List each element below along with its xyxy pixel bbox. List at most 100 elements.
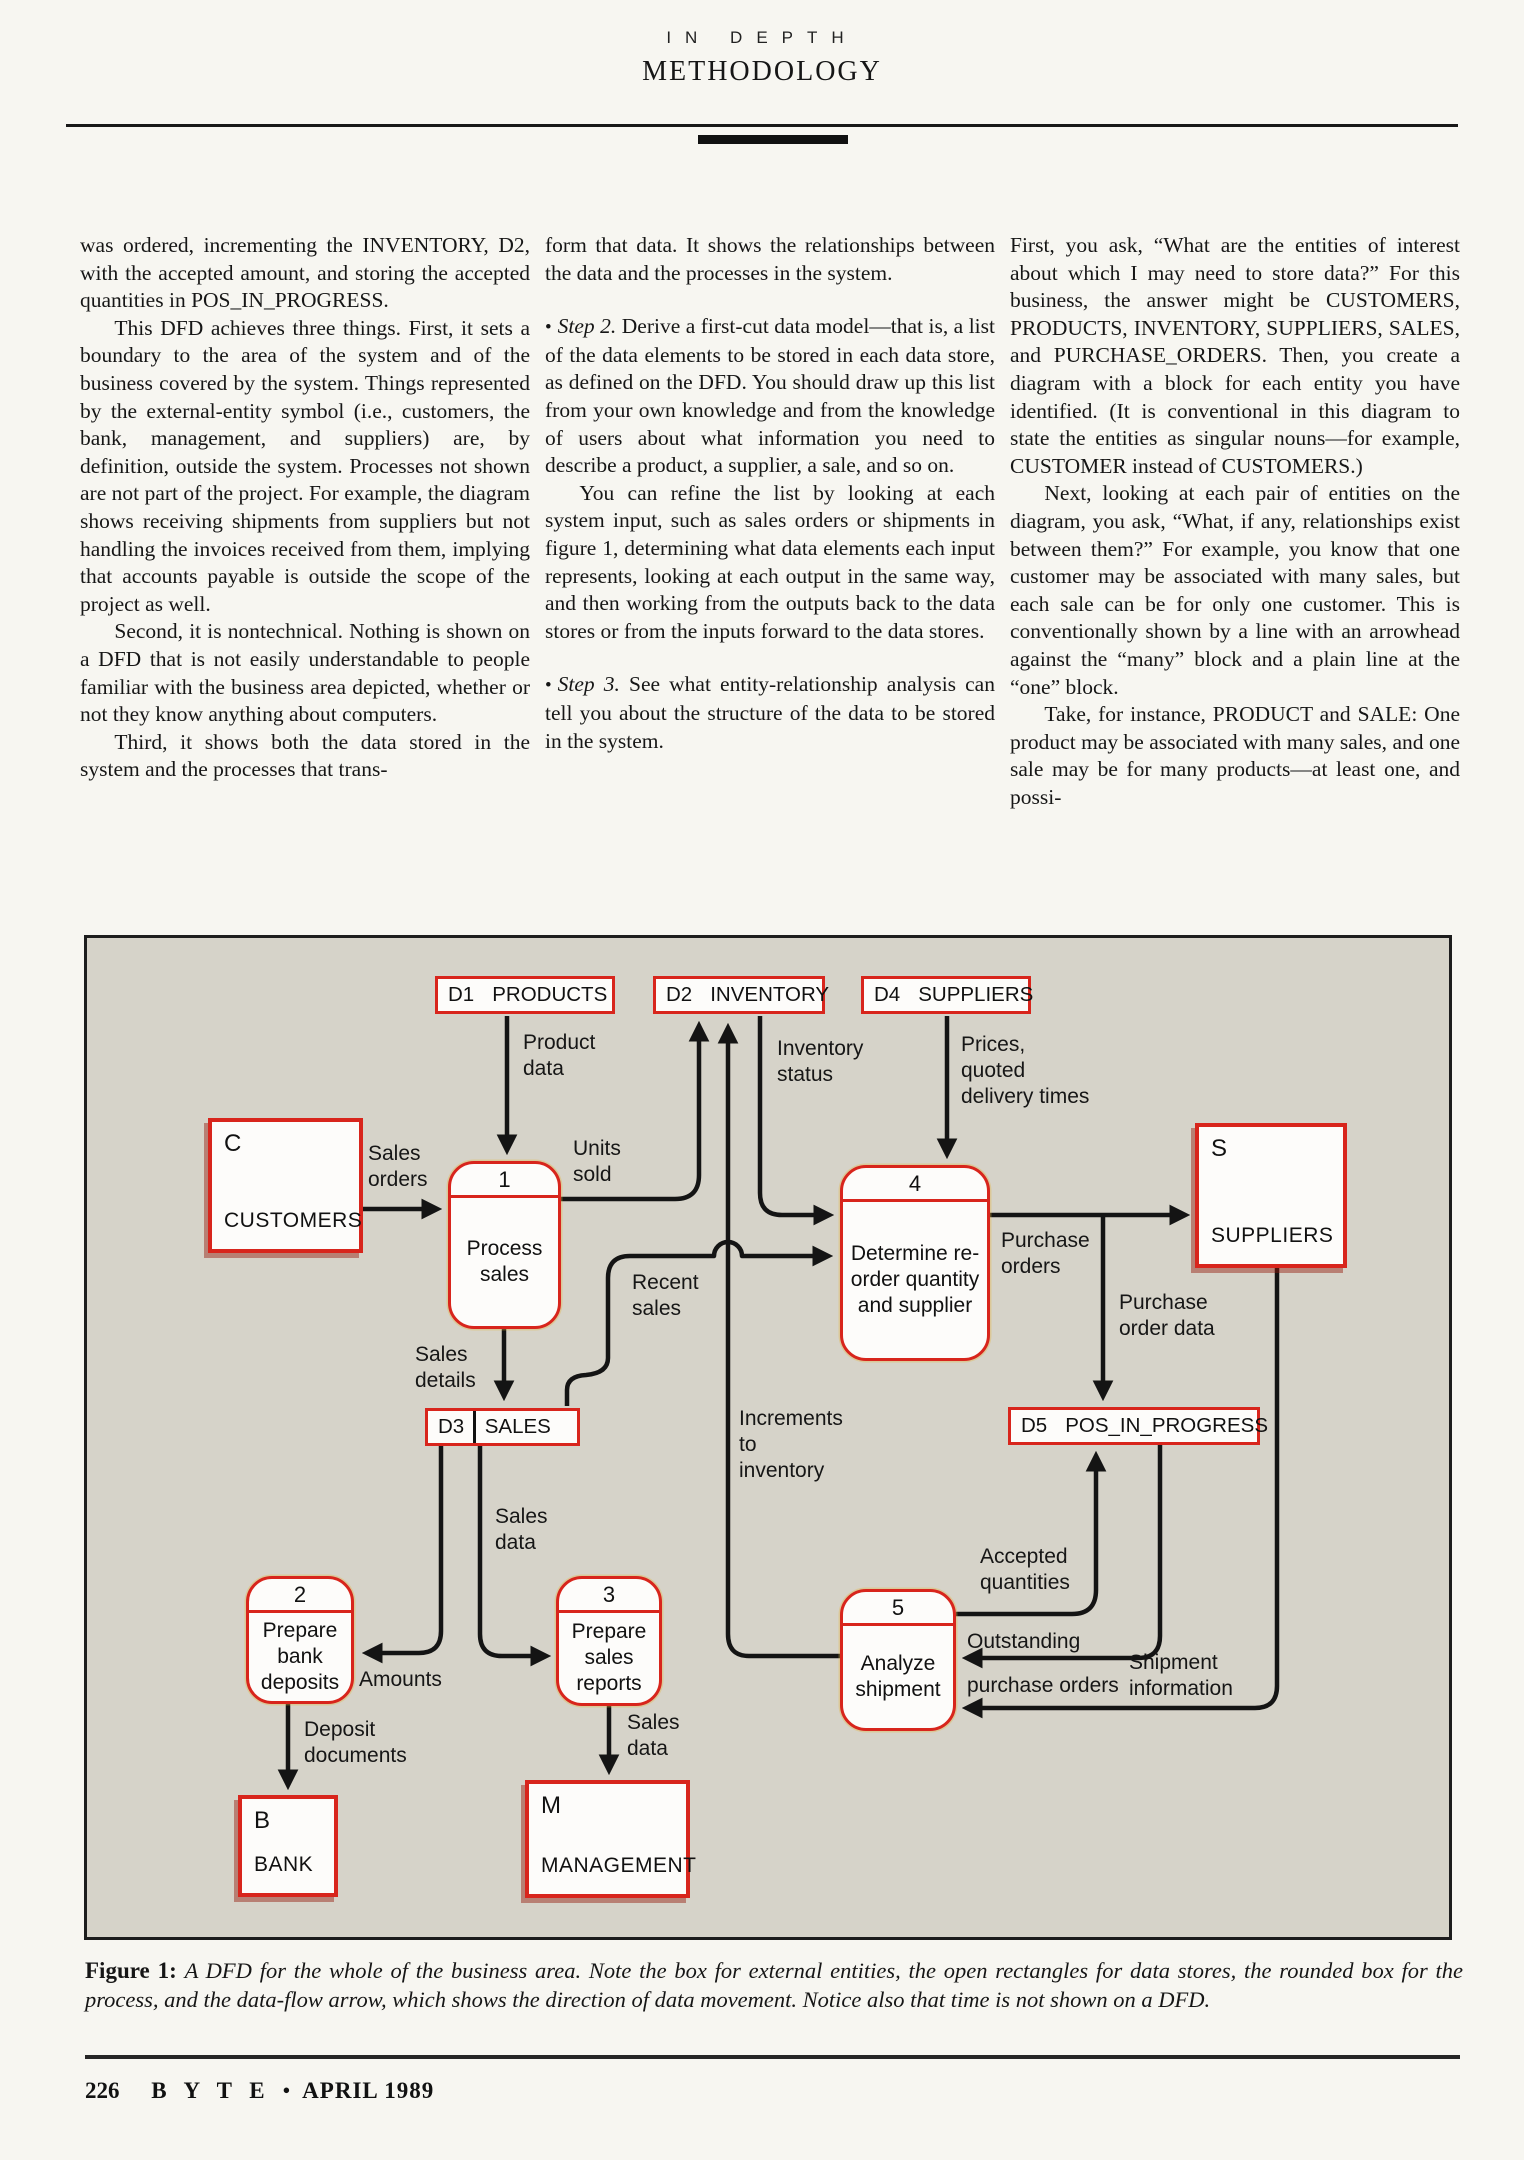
flow-label-line: Shipment: [1129, 1651, 1218, 1674]
process-number: 3: [559, 1579, 659, 1613]
header-rule: [66, 124, 1458, 127]
flow-label-line: orders: [368, 1168, 428, 1191]
process-number: 5: [843, 1592, 953, 1626]
flow-label-line: sold: [573, 1163, 612, 1186]
flow-label-units-sold: Units sold: [573, 1136, 621, 1188]
flow-label-line: orders: [1001, 1255, 1061, 1278]
paragraph-text: First, you ask, “What are the entities o…: [1010, 233, 1460, 478]
entity-id: C: [224, 1130, 242, 1157]
entity-name: MANAGEMENT: [541, 1854, 697, 1877]
flow-label-line: quoted: [961, 1059, 1026, 1082]
paragraph-text: was ordered, incrementing the INVENTORY,…: [80, 233, 530, 313]
paragraph-text: You can refine the list by looking at ea…: [545, 480, 995, 643]
magazine-name: B Y T E: [151, 2078, 271, 2103]
flow-label-sales-details: Sales details: [415, 1342, 476, 1394]
flow-label-line: Amounts: [359, 1668, 442, 1691]
flow-label-line: Units: [573, 1137, 621, 1160]
flow-label-line: Recent: [632, 1271, 699, 1294]
text-column-2: form that data. It shows the relationshi…: [545, 232, 995, 811]
flow-label-line: Outstanding: [967, 1630, 1081, 1653]
paragraph: form that data. It shows the relationshi…: [545, 232, 995, 287]
flow-line-recent-sales: [564, 1239, 834, 1406]
flow-label-line: Sales: [368, 1142, 421, 1165]
flow-label-line: data: [495, 1531, 536, 1554]
process-number: 2: [249, 1579, 351, 1613]
flow-label-line: Sales: [627, 1711, 680, 1734]
flow-label-recent-sales: Recent sales: [632, 1270, 699, 1322]
store-name: PRODUCTS: [492, 983, 608, 1006]
data-store-d2: D2 INVENTORY: [653, 976, 829, 1014]
store-name: INVENTORY: [710, 983, 830, 1006]
store-id: D2: [666, 983, 693, 1006]
footer-rule: [85, 2055, 1460, 2059]
flow-line-sales-data-1: [477, 1446, 552, 1667]
entity-name: CUSTOMERS: [224, 1209, 363, 1232]
external-entity-bank: B BANK: [238, 1795, 338, 1897]
flow-line-accepted: [956, 1450, 1107, 1617]
process-label: Prepare sales reports: [571, 1620, 647, 1695]
figure-caption-text: A DFD for the whole of the business area…: [85, 1958, 1464, 2012]
flow-line-increments: [717, 1022, 840, 1659]
flow-label-outstanding: Outstanding purchase orders: [967, 1620, 1119, 1708]
flow-label-line: details: [415, 1369, 476, 1392]
flow-line-amounts: [361, 1446, 444, 1664]
section-title: METHODOLOGY: [642, 56, 882, 87]
step-label: Step 2.: [557, 314, 617, 339]
flow-label-line: sales: [632, 1297, 682, 1320]
flow-label-line: data: [523, 1057, 564, 1080]
process-number: 4: [843, 1168, 987, 1202]
paragraph-text: Second, it is nontechnical. Nothing is s…: [80, 619, 530, 727]
entity-id: B: [254, 1807, 271, 1834]
paragraph: Third, it shows both the data stored in …: [80, 729, 530, 784]
paragraph: Next, looking at each pair of entities o…: [1010, 480, 1460, 701]
flow-label-line: delivery times: [961, 1085, 1090, 1108]
external-entity-management: M MANAGEMENT: [525, 1780, 697, 1898]
flow-label-line: Increments: [739, 1407, 843, 1430]
footer-separator: •: [282, 2078, 291, 2103]
flow-label-line: quantities: [980, 1571, 1070, 1594]
article-columns: was ordered, incrementing the INVENTORY,…: [80, 232, 1460, 811]
entity-id: M: [541, 1792, 561, 1819]
paragraph: •Step 2. Derive a first-cut data model—t…: [545, 313, 995, 480]
kicker: IN DEPTH: [666, 28, 858, 47]
step-label: Step 3.: [557, 672, 620, 697]
flow-label-line: Sales: [415, 1343, 468, 1366]
process-label: Process sales: [466, 1237, 543, 1286]
entity-name: SUPPLIERS: [1211, 1224, 1334, 1247]
entity-name: BANK: [254, 1853, 314, 1876]
store-id: D4: [874, 983, 901, 1006]
paragraph: This DFD achieves three things. First, i…: [80, 315, 530, 619]
process-label: Analyze shipment: [855, 1652, 941, 1701]
flow-label-line: to: [739, 1433, 757, 1456]
data-store-d4: D4 SUPPLIERS: [861, 976, 1034, 1014]
paragraph: Second, it is nontechnical. Nothing is s…: [80, 618, 530, 728]
text-column-3: First, you ask, “What are the entities o…: [1010, 232, 1460, 811]
paragraph-text: Take, for instance, PRODUCT and SALE: On…: [1010, 702, 1460, 809]
flow-label-line: purchase orders: [967, 1674, 1119, 1697]
flow-label-line: Purchase: [1119, 1291, 1208, 1314]
paragraph: was ordered, incrementing the INVENTORY,…: [80, 232, 530, 315]
flow-arrows: [277, 1016, 1280, 1791]
paragraph-text: Derive a first-cut data model—that is, a…: [545, 314, 995, 478]
bullet-marker: •: [545, 317, 552, 339]
store-name: SUPPLIERS: [918, 983, 1034, 1006]
paragraph-text: Third, it shows both the data stored in …: [80, 729, 530, 782]
flow-label-line: order data: [1119, 1317, 1215, 1340]
store-id: D5: [1021, 1414, 1048, 1437]
flow-label-line: information: [1129, 1677, 1233, 1700]
page-number: 226: [85, 2078, 120, 2103]
